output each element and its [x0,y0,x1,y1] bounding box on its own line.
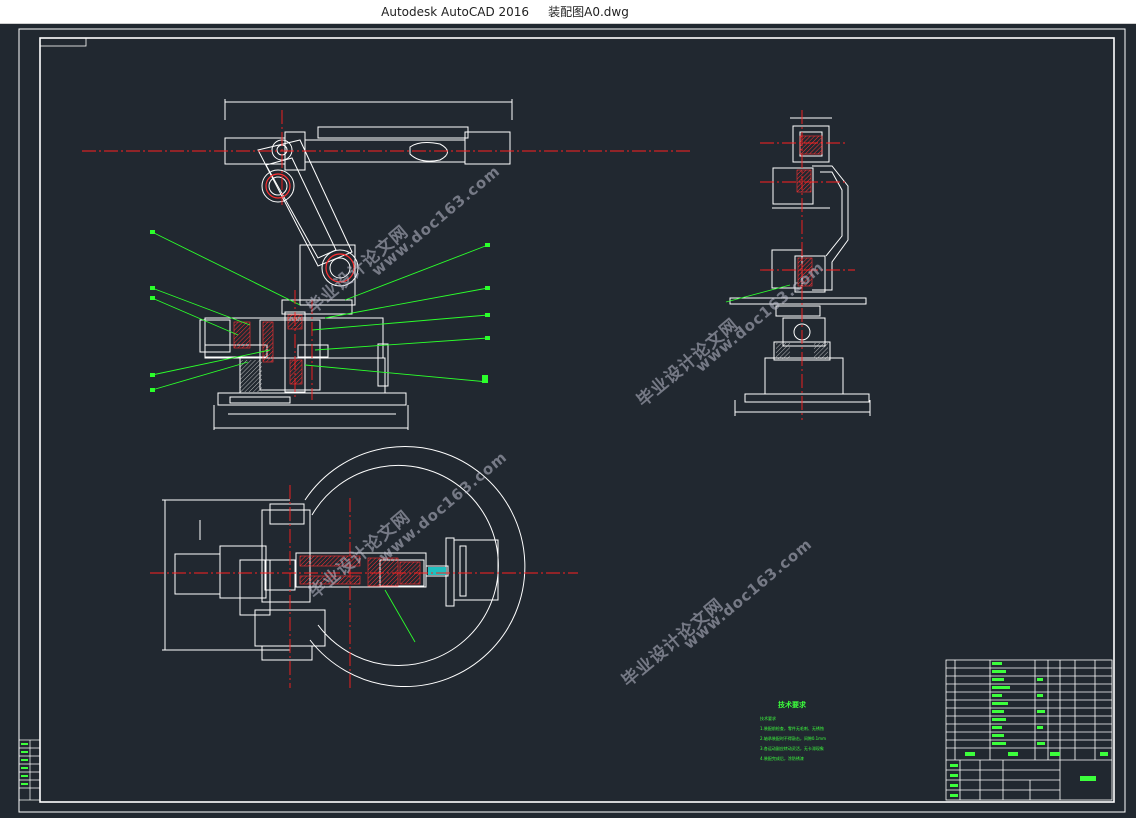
top-view-center-lines [150,485,578,690]
side-view-center-lines [760,110,855,420]
side-view[interactable] [729,117,871,416]
technical-requirements-line: 2.轴承装配时不得敲击，间隙0.1mm [760,736,826,741]
revision-strip-fields [21,743,28,785]
top-view-leaders [384,589,416,643]
technical-requirements-title: 技术要求 [778,701,806,709]
drawing-canvas[interactable]: 技术要求 技术要求 1.装配前检查，零件无毛刺、无锈蚀 2.轴承装配时不得敲击，… [0,24,1136,818]
front-view-leaders [151,231,489,391]
revision-strip [18,739,41,801]
side-view-sections [776,135,828,359]
technical-requirements-line: 技术要求 [760,716,776,721]
title-bar: Autodesk AutoCAD 2016 装配图A0.dwg [0,0,1136,24]
title-block [945,659,1113,801]
title-block-fields [950,662,1108,797]
top-view[interactable] [162,446,526,688]
technical-requirements-line: 3.各运动副应转动灵活，无卡滞现象 [760,746,824,751]
cad-drawing [18,28,1126,813]
front-view[interactable] [199,99,513,430]
sheet-frame [18,28,1126,813]
top-view-sections [299,555,446,587]
technical-requirements-line: 1.装配前检查，零件无毛刺、无锈蚀 [760,726,824,731]
technical-requirements-line: 4.装配完成后，涂防锈漆 [760,756,804,761]
front-view-balloon-tags [150,230,490,392]
front-view-center-lines [82,110,690,400]
window-title: Autodesk AutoCAD 2016 装配图A0.dwg [381,5,629,19]
side-view-leaders [725,284,791,303]
